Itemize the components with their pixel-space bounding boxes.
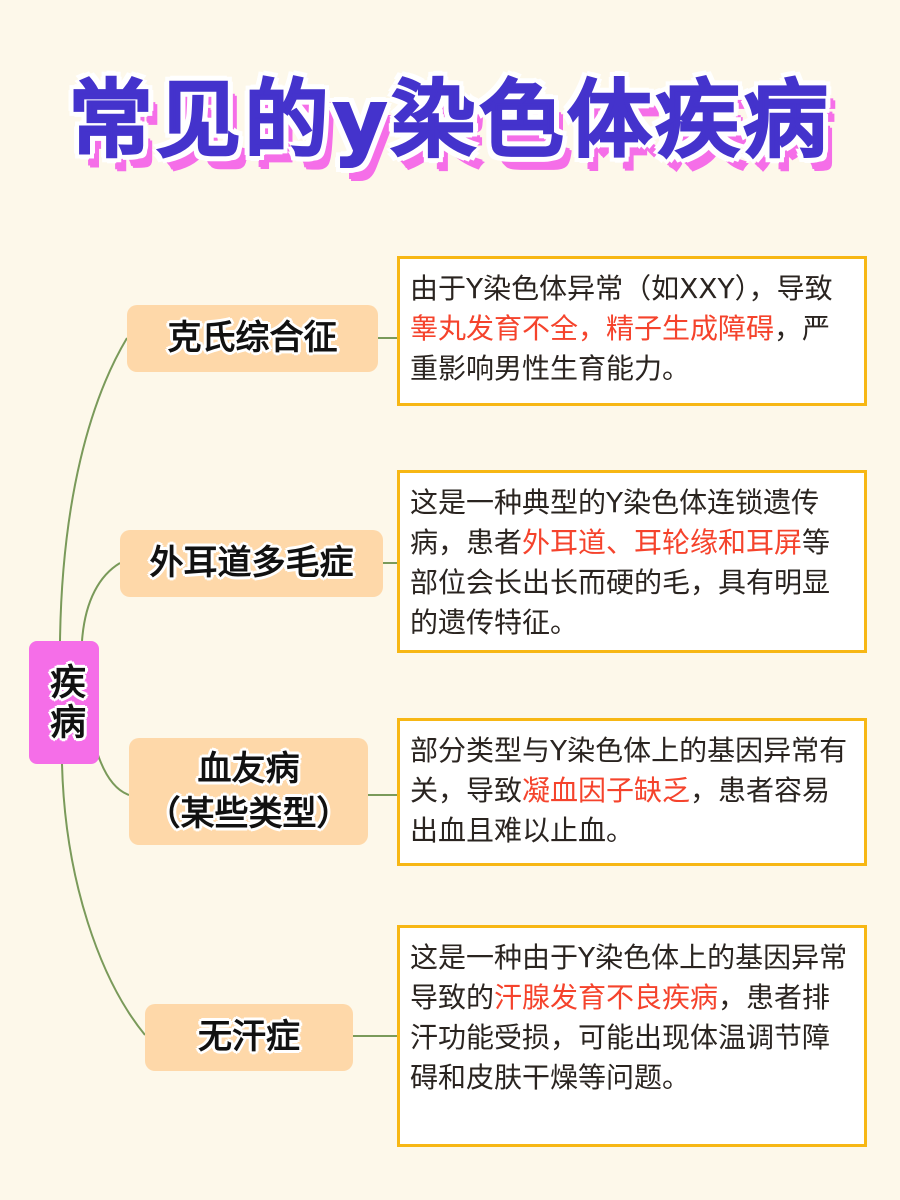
description-box-anhidrosis: 这是一种由于Y染色体上的基因异常导致的汗腺发育不良疾病，患者排汗功能受损，可能出… — [397, 925, 867, 1147]
description-text: ，严重影响男性生育能力。 — [410, 312, 831, 385]
description-box-hairy-ears: 这是一种典型的Y染色体连锁遗传病，患者外耳道、耳轮缘和耳屏等部位会长出长而硬的毛… — [397, 470, 867, 653]
disease-name: 无汗症 — [198, 1017, 300, 1058]
description-highlight: 睾丸发育不全，精子生成障碍 — [410, 312, 775, 345]
root-node-diseases: 疾病 — [29, 641, 99, 764]
description-highlight: 凝血因子缺乏 — [522, 774, 691, 807]
disease-name-line2: （某些类型） — [146, 793, 351, 834]
description-text: 由于Y染色体异常（如XXY），导致 — [410, 272, 833, 305]
page-title: 常见的y染色体疾病 — [68, 71, 832, 169]
disease-node-hairy-ears: 外耳道多毛症 — [120, 530, 383, 597]
description-text: ，患者排汗功能受损，可能出现体温调节障碍和皮肤干燥等问题。 — [410, 981, 831, 1094]
description-highlight: 汗腺发育不良疾病 — [494, 981, 719, 1014]
description-text: 等部位会长出长而硬的毛，具有明显的遗传特征。 — [410, 526, 831, 639]
description-text: 这是一种由于Y染色体上的基因异常导致的 — [410, 941, 848, 1014]
description-text: 部分类型与Y染色体上的基因异常有关，导致 — [410, 734, 848, 807]
disease-node-anhidrosis: 无汗症 — [145, 1004, 353, 1071]
root-label: 疾病 — [44, 662, 85, 743]
disease-node-klinefelter: 克氏综合征 — [127, 305, 378, 372]
description-box-klinefelter: 由于Y染色体异常（如XXY），导致睾丸发育不全，精子生成障碍，严重影响男性生育能… — [397, 256, 867, 406]
description-highlight: 外耳道、耳轮缘和耳屏 — [522, 526, 803, 559]
disease-name: 外耳道多毛症 — [149, 543, 354, 584]
disease-name-line1: 血友病 — [197, 749, 300, 790]
description-text: ，患者容易出血且难以止血。 — [410, 774, 831, 847]
disease-name: 克氏综合征 — [167, 318, 338, 359]
description-text: 这是一种典型的Y染色体连锁遗传病，患者 — [410, 486, 820, 559]
description-box-hemophilia: 部分类型与Y染色体上的基因异常有关，导致凝血因子缺乏，患者容易出血且难以止血。 — [397, 718, 867, 866]
disease-node-hemophilia: 血友病 （某些类型） — [129, 738, 368, 845]
